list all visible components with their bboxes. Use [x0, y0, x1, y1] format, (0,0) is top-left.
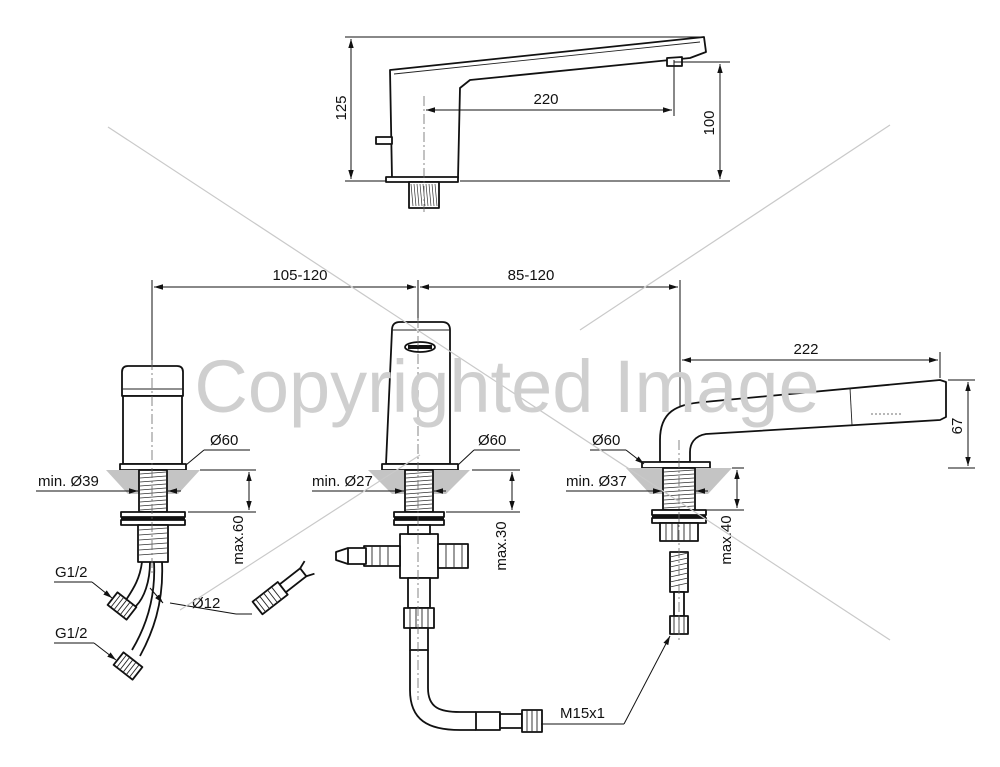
shower-flange-diameter: Ø60 — [592, 432, 620, 449]
shower-max-deck: max.40 — [718, 515, 735, 564]
dimension-105-120: 105-120 — [272, 267, 327, 284]
spout-max-deck: max.30 — [493, 521, 510, 570]
dimension-125: 125 — [333, 95, 350, 120]
watermark-text: Copyrighted Image — [194, 345, 819, 428]
spacing-dimensions: 105-120 85-120 — [151, 267, 681, 455]
watermark: Copyrighted Image — [107, 124, 891, 641]
spout-hole-diameter: min. Ø27 — [312, 473, 373, 490]
dimension-100: 100 — [701, 110, 718, 135]
hose-connector — [251, 560, 315, 616]
spout-side-view: 125 220 100 — [333, 36, 730, 212]
shower-assembly: 222 67 Ø60 min. Ø37 max.40 M15x1 — [541, 341, 975, 725]
handle-max-deck: max.60 — [230, 515, 247, 564]
handle-assembly: Ø60 min. Ø39 max.60 G1/2 G1/2 Ø12 — [36, 360, 256, 681]
dimension-85-120: 85-120 — [508, 267, 555, 284]
spout-front-assembly: Ø60 min. Ø27 max.30 — [312, 318, 543, 733]
dimension-222: 222 — [793, 341, 818, 358]
spout-flange-diameter: Ø60 — [478, 432, 506, 449]
dimension-67: 67 — [949, 418, 966, 435]
hose-diameter: Ø12 — [192, 595, 220, 612]
handle-hole-diameter: min. Ø39 — [38, 473, 99, 490]
inlet-thread-lower: G1/2 — [55, 625, 88, 642]
handle-flange-diameter: Ø60 — [210, 432, 238, 449]
dimension-220: 220 — [533, 91, 558, 108]
shower-hole-diameter: min. Ø37 — [566, 473, 627, 490]
hose-thread: M15x1 — [560, 705, 605, 722]
inlet-thread-upper: G1/2 — [55, 564, 88, 581]
